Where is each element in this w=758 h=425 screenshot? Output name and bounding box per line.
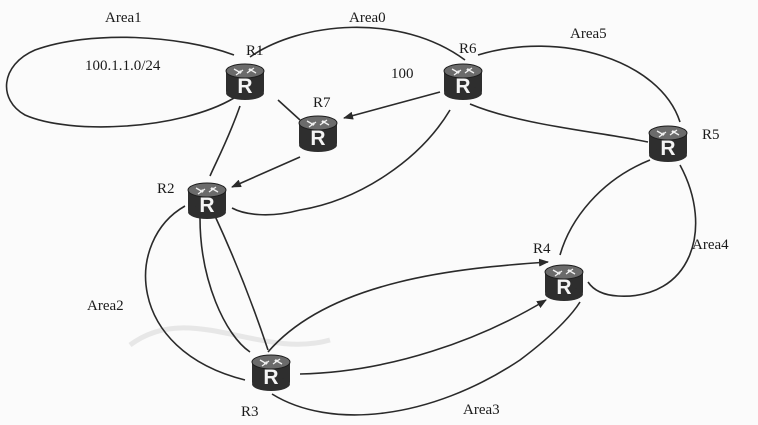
router-r1[interactable]: R — [225, 63, 265, 101]
router-r1-glyph: R — [237, 75, 252, 98]
background-trace — [128, 325, 331, 348]
label-link-cost: 100 — [391, 66, 414, 82]
label-r1: R1 — [246, 43, 264, 59]
router-r6-glyph: R — [455, 75, 470, 98]
link-r5-r4-outer — [587, 164, 697, 297]
label-area0: Area0 — [349, 10, 386, 26]
router-r3-glyph: R — [263, 366, 278, 389]
router-r7[interactable]: R — [298, 115, 338, 153]
area1-ring — [5, 36, 235, 128]
label-area5: Area5 — [570, 26, 607, 42]
label-r2: R2 — [157, 181, 175, 197]
link-r2-r3-inner — [199, 217, 251, 353]
label-r5: R5 — [702, 127, 720, 143]
link-r2-r3-outer — [144, 205, 246, 381]
link-r6-r7 — [343, 91, 441, 120]
label-r6: R6 — [459, 41, 477, 57]
router-r7-glyph: R — [310, 127, 325, 150]
link-r6-r5-area5-bottom — [469, 103, 649, 143]
router-r6[interactable]: R — [443, 63, 483, 101]
router-r2[interactable]: R — [187, 182, 227, 220]
link-r3-r4-bottom — [271, 301, 581, 416]
label-prefix: 100.1.1.0/24 — [85, 58, 161, 74]
link-r6-r2 — [231, 109, 451, 216]
router-r5-glyph: R — [660, 137, 675, 160]
label-r3: R3 — [241, 404, 259, 420]
link-r2-r3-mid — [214, 215, 269, 351]
router-r2-glyph: R — [199, 194, 214, 217]
label-area3: Area3 — [463, 402, 500, 418]
router-r5[interactable]: R — [648, 125, 688, 163]
link-r1-r7 — [277, 99, 301, 121]
label-area2: Area2 — [87, 298, 124, 314]
link-r6-r5-area5-top — [477, 45, 681, 123]
link-r3-r4-top — [267, 258, 549, 353]
link-r7-r2 — [231, 156, 301, 188]
label-r4: R4 — [533, 241, 551, 257]
router-r3[interactable]: R — [251, 354, 291, 392]
label-r7: R7 — [313, 95, 331, 111]
link-r3-r4-middle — [299, 299, 547, 375]
router-r4[interactable]: R — [544, 264, 584, 302]
link-r1-r6-area0-top — [249, 26, 466, 61]
router-r4-glyph: R — [556, 276, 571, 299]
link-r1-r2 — [209, 105, 241, 177]
label-area4: Area4 — [692, 237, 729, 253]
link-r5-r4-inner — [559, 159, 651, 256]
label-area1: Area1 — [105, 10, 142, 26]
